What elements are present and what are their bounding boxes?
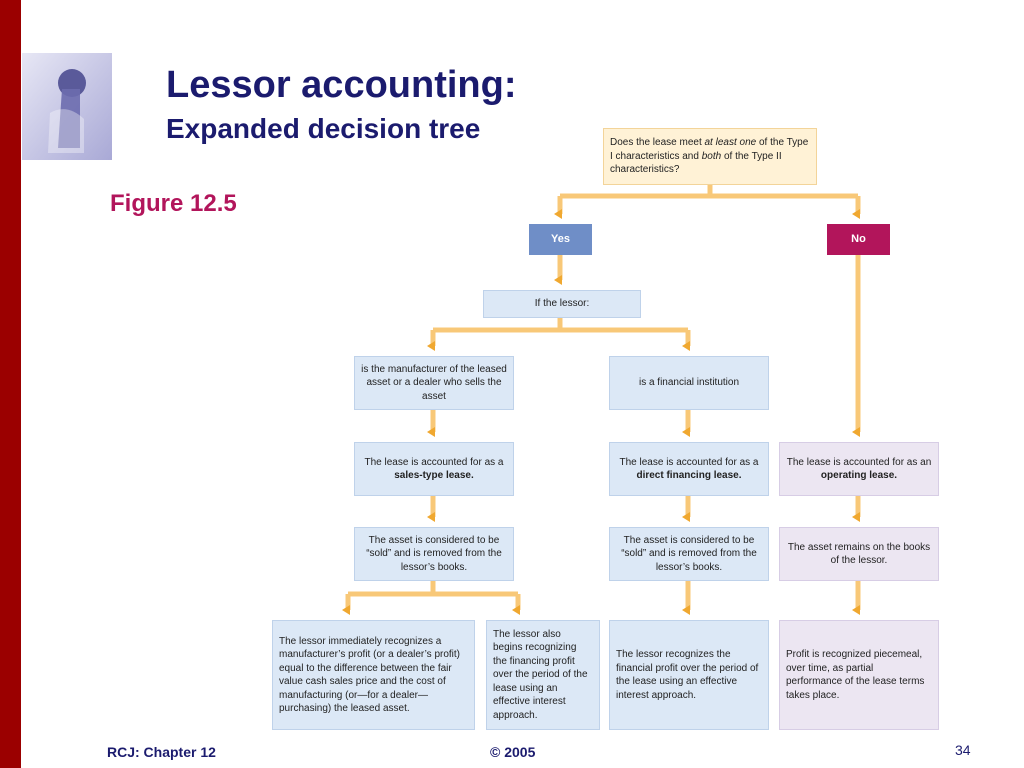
sales-type-lease-box: The lease is accounted for as a sales-ty… [354,442,514,496]
profit-piecemeal-box: Profit is recognized piecemeal, over tim… [779,620,939,730]
question-box: Does the lease meet at least one of the … [603,128,817,185]
page-subtitle: Expanded decision tree [166,113,481,144]
operating-lease-box: The lease is accounted for as an operati… [779,442,939,496]
financial-institution-box: is a financial institution [609,356,769,410]
keyhole-logo-image [22,53,112,160]
financial-profit-box: The lessor recognizes the financial prof… [609,620,769,730]
question-text-3: of the Type II characteristics? [610,150,782,176]
operating-emphasis: operating lease. [820,470,898,481]
manufacturer-profit-box: The lessor immediately recognizes a manu… [272,620,475,730]
sales-type-emphasis: sales-type lease. [394,470,474,481]
asset-sold-box-2: The asset is considered to be “sold” and… [609,527,769,581]
yes-box: Yes [529,224,592,255]
footer-copyright: © 2005 [490,744,536,760]
keyhole-icon [22,53,112,160]
direct-financing-emphasis: direct financing lease. [636,470,742,481]
manufacturer-dealer-box: is the manufacturer of the leased asset … [354,356,514,410]
sales-type-text: The lease is accounted for as a [364,456,504,468]
asset-remains-box: The asset remains on the books of the le… [779,527,939,581]
figure-label: Figure 12.5 [110,190,237,217]
question-text-emphasis-1: at least one [704,137,757,149]
slide-number: 34 [955,742,971,758]
left-accent-bar [0,0,21,768]
page-title: Lessor accounting: [166,64,517,106]
if-lessor-box: If the lessor: [483,290,641,318]
question-text-emphasis-2: both [701,150,722,162]
footer-chapter: RCJ: Chapter 12 [107,744,216,760]
direct-financing-text: The lease is accounted for as a [619,456,759,468]
question-text-2: of the Type I characteristics and [610,137,809,162]
operating-text: The lease is accounted for as an [786,456,932,468]
financing-profit-also-box: The lessor also begins recognizing the f… [486,620,600,730]
no-box: No [827,224,890,255]
direct-financing-lease-box: The lease is accounted for as a direct f… [609,442,769,496]
question-text-1: Does the lease meet [610,137,705,149]
asset-sold-box-1: The asset is considered to be “sold” and… [354,527,514,581]
